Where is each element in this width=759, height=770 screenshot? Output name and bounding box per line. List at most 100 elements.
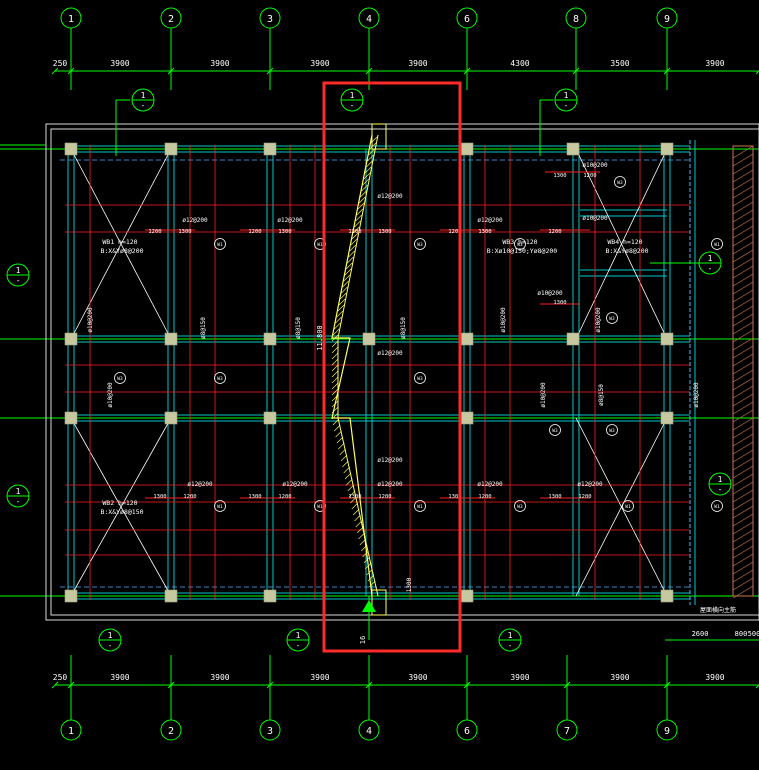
slope-profile-inner <box>337 134 379 597</box>
section-mark-sub: - <box>718 485 723 494</box>
hatch-line <box>732 289 754 303</box>
hatch-line <box>732 297 754 311</box>
dimension-tick <box>365 681 373 689</box>
hatch-line <box>732 153 754 167</box>
hatch-line <box>732 329 754 343</box>
column <box>263 142 277 156</box>
section-mark-sub: - <box>141 101 146 110</box>
rebar-label: ø10@200 <box>595 307 602 333</box>
axis-label-bottom: 3 <box>267 726 273 737</box>
rebar-length: 1200 <box>183 494 196 500</box>
hatch-line <box>732 161 754 175</box>
axis-bubble-bottom <box>656 719 678 741</box>
rebar-label: ø12@200 <box>377 350 403 357</box>
selection-highlight-box[interactable] <box>322 81 462 653</box>
slope-hatch <box>360 190 367 198</box>
section-mark-sub: - <box>296 641 301 650</box>
axis-bubble-top <box>259 7 281 29</box>
slab-label: B:Xø10@150;Yø8@200 <box>487 247 558 255</box>
slope-hatch <box>331 382 339 390</box>
slope-hatch <box>346 478 353 486</box>
hatch-line <box>732 465 754 479</box>
hatch-line <box>732 457 754 471</box>
dimension-bottom: 3900 <box>310 673 329 682</box>
slope-hatch <box>355 214 362 222</box>
slope-hatch <box>343 466 350 474</box>
dimension-right: 500 <box>748 630 759 638</box>
slope-hatch <box>331 388 339 396</box>
slab-number: W1 <box>417 504 423 510</box>
hatch-line <box>732 273 754 287</box>
rebar-length: 1200 <box>448 229 461 235</box>
rebar-length: 1300 <box>153 494 166 500</box>
slope-hatch <box>350 496 357 504</box>
slab-number-bubble <box>414 238 426 250</box>
section-mark-sub: - <box>108 641 113 650</box>
section-mark-number: 1 <box>508 631 513 640</box>
rebar-length: 1300 <box>378 229 391 235</box>
slope-hatch <box>331 352 339 360</box>
hatch-line <box>732 569 754 583</box>
dimension-tick <box>51 681 59 689</box>
dimension-bottom: 250 <box>53 673 68 682</box>
dimension-tick <box>266 681 274 689</box>
hatch-line <box>732 201 754 215</box>
right-note: 屋面横向主筋 <box>700 606 736 614</box>
slab-number: W3 <box>609 316 615 322</box>
rebar-length: 1200 <box>248 229 261 235</box>
dimension-tick <box>563 681 571 689</box>
rebar-length: 1300 <box>553 300 566 306</box>
axis-bubble-bottom <box>160 719 182 741</box>
slab-diagonal <box>70 148 172 340</box>
slab-number: W1 <box>714 504 720 510</box>
slope-hatch <box>362 178 369 186</box>
hatch-line <box>732 249 754 263</box>
slope-hatch <box>347 484 354 492</box>
slope-hatch <box>351 502 358 510</box>
section-mark-sub: - <box>350 101 355 110</box>
slope-hatch <box>351 232 359 240</box>
rebar-label: ø12@200 <box>282 481 308 488</box>
slab-number-bubble <box>414 500 426 512</box>
slab-number-bubble <box>114 372 126 384</box>
rebar-label: ø10@200 <box>87 307 94 333</box>
slope-hatch <box>332 418 340 426</box>
slab-number: W3 <box>552 428 558 434</box>
slab-number-bubble <box>214 372 226 384</box>
hatch-line <box>732 345 754 359</box>
slab-number-bubble <box>414 372 426 384</box>
slope-hatch <box>368 148 375 156</box>
slope-hatch <box>350 238 358 246</box>
rebar-label: ø10@200 <box>537 290 563 297</box>
slope-hatch <box>331 358 339 366</box>
slope-hatch <box>341 286 348 294</box>
section-mark-number: 1 <box>108 631 113 640</box>
slab-number: W3 <box>617 180 623 186</box>
hatch-line <box>732 337 754 351</box>
column <box>164 142 178 156</box>
rebar-length: 1300 <box>348 494 361 500</box>
slab-diagonal <box>70 417 172 597</box>
axis-bubble-bottom <box>60 719 82 741</box>
axis-label-bottom: 4 <box>366 726 372 737</box>
slope-hatch <box>367 574 375 582</box>
slab-number: W3 <box>517 504 523 510</box>
column <box>164 589 178 603</box>
slope-profile <box>331 134 373 597</box>
hatch-line <box>732 505 754 519</box>
slope-hatch <box>370 136 378 144</box>
rebar-label: ø10@200 <box>582 162 608 169</box>
slab-number-bubble <box>214 500 226 512</box>
axis-label-bottom: 1 <box>68 726 74 737</box>
slope-hatch <box>366 160 373 168</box>
hatch-line <box>732 553 754 567</box>
hatch-line <box>732 185 754 199</box>
slab-number-bubble <box>549 424 561 436</box>
axis-label-top: 9 <box>664 14 670 25</box>
slab-number: W1 <box>217 504 223 510</box>
dimension-tick <box>365 67 373 75</box>
slope-hatch <box>356 208 364 216</box>
axis-label-top: 3 <box>267 14 273 25</box>
dimension-top: 3900 <box>110 59 129 68</box>
